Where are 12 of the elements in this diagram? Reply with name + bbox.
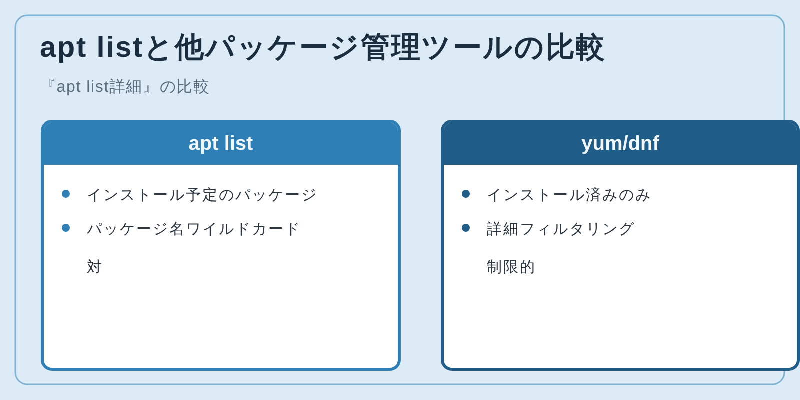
list-item-text: インストール済みのみ — [487, 186, 652, 206]
list-item-text: パッケージ名ワイルドカード — [87, 220, 302, 240]
list-item-text: 制限的 — [487, 258, 536, 278]
list-item-text: 詳細フィルタリング — [487, 220, 636, 240]
card-header: apt list — [44, 123, 398, 165]
list-item-text: インストール予定のパッケージ — [87, 186, 318, 206]
list-item-text: 対 — [87, 258, 104, 278]
comparison-card — [41, 120, 401, 371]
card-header: yum/dnf — [444, 123, 797, 165]
page-title: apt listと他パッケージ管理ツールの比較 — [40, 31, 606, 66]
comparison-card — [441, 120, 800, 371]
subtitle: 『apt list詳細』の比較 — [40, 78, 210, 98]
